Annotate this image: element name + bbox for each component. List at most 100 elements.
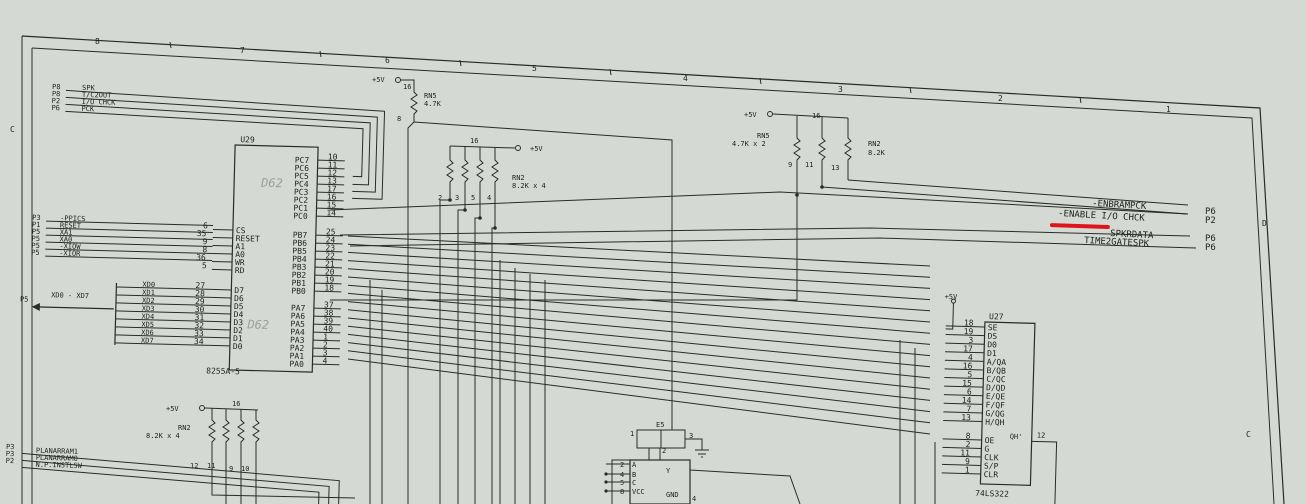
data-bus-label: XD0 - XD7 <box>51 291 89 300</box>
pin-name: C <box>632 479 636 487</box>
connector-ref: P5 <box>20 295 29 303</box>
pin-number: 2 <box>323 340 328 349</box>
bus-line-label: XD0 <box>142 281 155 289</box>
pin-name: D0 <box>233 342 243 351</box>
zone-label: 3 <box>838 85 843 94</box>
pin-name: PB0 <box>291 287 306 296</box>
pin-number: 14 <box>326 208 336 217</box>
pin-name: G/QG <box>985 409 1005 419</box>
u29-part: 8255A-5 <box>206 366 240 376</box>
pin-name: RESET <box>236 234 260 244</box>
pin-name: PA7 <box>291 304 306 313</box>
pin-name: PA4 <box>290 328 305 337</box>
pin-number: 28 <box>195 289 205 298</box>
pin-number: 16 <box>963 361 973 370</box>
pin-line <box>943 394 983 397</box>
pin-number: 18 <box>324 283 334 292</box>
pin-number: 4 <box>487 194 491 202</box>
resistor-value: 8.2K x 4 <box>146 432 180 440</box>
port-trace <box>347 292 931 345</box>
zone-label: 7 <box>240 46 245 55</box>
pin-line <box>313 315 341 318</box>
pin-name: G <box>984 445 989 454</box>
e5-jumper: E5 1 2 3 <box>611 421 709 504</box>
pin-line <box>312 355 340 358</box>
sheet-border: 8 7 6 5 4 3 2 1 C D C <box>10 35 1285 504</box>
zone-label: C <box>10 125 15 134</box>
pin-number: 27 <box>195 281 205 290</box>
zone-label: D <box>1262 219 1267 228</box>
pin-number: 30 <box>195 305 205 314</box>
signal-label: -ENABLE I/O CHCK <box>1058 209 1146 224</box>
pin-number: 38 <box>324 308 334 317</box>
pin-name: D1 <box>233 334 243 343</box>
bus-line <box>115 310 211 314</box>
pin-line <box>210 312 231 315</box>
pin-number: 14 <box>962 396 972 405</box>
bus-line <box>115 318 211 322</box>
pin-line <box>315 258 343 261</box>
pin-name: C/QC <box>986 375 1006 385</box>
pin-number: 8 <box>397 115 401 123</box>
pin-line <box>212 228 233 231</box>
pin-number: 1 <box>323 332 328 341</box>
bus-line <box>116 294 212 298</box>
pin-number: 9 <box>965 457 970 466</box>
pin-name: PB2 <box>292 271 307 280</box>
bus-line-label: XD7 <box>141 337 154 345</box>
pin-name: PA0 <box>289 359 304 368</box>
pin-name: PA3 <box>290 336 305 345</box>
connector-ref: P5 <box>31 249 40 257</box>
port-trace <box>347 317 931 379</box>
pin-number: 4 <box>692 495 696 503</box>
pin-name: A0 <box>235 250 245 259</box>
gate-output: Y <box>666 467 671 475</box>
pin-number: 25 <box>326 227 336 236</box>
pin-number: 39 <box>323 316 333 325</box>
port-trace <box>347 260 931 301</box>
port-trace <box>347 325 931 390</box>
port-trace <box>347 358 931 435</box>
signal-label: XA1 <box>60 228 73 236</box>
u29-8255-ppi: U29 8255A-5 D62 D62 6CS35RESET9A18A036WR… <box>20 135 345 376</box>
resistor-ref: RN2 <box>868 140 881 148</box>
pin-name: PB7 <box>293 231 308 240</box>
pin-name: D3 <box>233 318 243 327</box>
bus-line <box>114 342 210 346</box>
pin-number: 15 <box>962 379 972 388</box>
pin-number: 33 <box>194 329 204 338</box>
pin-line <box>942 446 982 449</box>
pin-number: 13 <box>831 164 839 172</box>
pin-name: PC7 <box>295 156 310 165</box>
zone-label: 1 <box>1166 105 1171 114</box>
pin-line <box>316 207 344 210</box>
signal-label: -PPICS <box>60 214 85 223</box>
pin-line <box>209 344 230 347</box>
pin-number: 13 <box>327 176 337 185</box>
pin-line <box>314 290 342 293</box>
signal-label: PCK <box>81 105 95 113</box>
bus-line-label: XD3 <box>142 305 155 313</box>
zone-label: 6 <box>385 56 390 65</box>
pin-number: 8 <box>620 488 624 496</box>
pin-number: 11 <box>805 161 813 169</box>
pin-name: A <box>632 461 637 469</box>
connector-ref: P2 <box>52 97 61 105</box>
pin-number: 2 <box>438 194 442 202</box>
supply-label: +5V <box>945 293 959 301</box>
connector-ref: P6 <box>1205 207 1216 217</box>
pin-line <box>945 334 985 337</box>
pin-name: VCC <box>632 488 645 496</box>
pin-name: D2 <box>233 326 243 335</box>
pin-line <box>316 199 344 202</box>
pin-line <box>942 438 982 441</box>
bus-line-label: XD6 <box>141 329 154 337</box>
pin-line <box>314 266 342 269</box>
signal-label: XA0 <box>59 235 72 243</box>
pin-line <box>942 455 982 458</box>
pin-line <box>313 331 341 334</box>
pin-line <box>211 268 232 271</box>
pin-name: PC5 <box>294 172 309 181</box>
